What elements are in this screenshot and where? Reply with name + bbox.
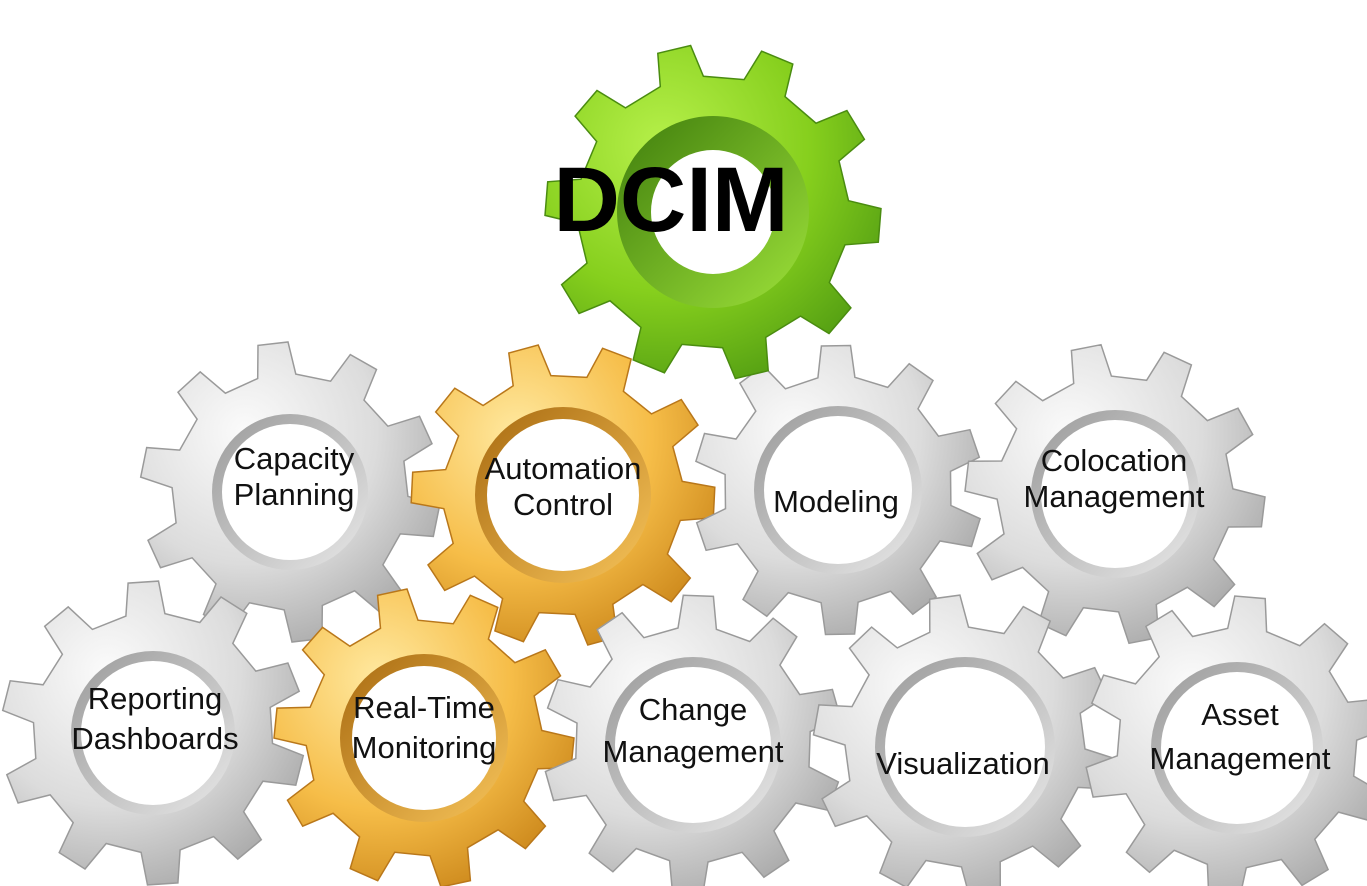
reporting-dashboards-label-line: Dashboards bbox=[71, 721, 238, 756]
diagram-title: DCIM bbox=[553, 149, 788, 251]
visualization-gear-hole bbox=[885, 667, 1045, 827]
change-management-gear-hole bbox=[615, 667, 771, 823]
real-time-monitoring-label-line: Monitoring bbox=[352, 730, 497, 765]
modeling-label-line: Modeling bbox=[773, 484, 899, 519]
colocation-management-gear-hole bbox=[1041, 420, 1189, 568]
dcim-gear-shape-hole bbox=[651, 150, 775, 274]
capacity-planning-gear bbox=[139, 341, 441, 643]
asset-management-label-line: Asset bbox=[1201, 697, 1279, 732]
capacity-planning-gear-hole bbox=[222, 424, 358, 560]
real-time-monitoring-gear-hole bbox=[352, 666, 496, 810]
modeling-gear bbox=[694, 344, 982, 636]
capacity-planning-label-line: Planning bbox=[234, 477, 355, 512]
change-management-gear bbox=[544, 594, 842, 886]
visualization-label-line: Visualization bbox=[876, 746, 1049, 781]
change-management-label-line: Change bbox=[639, 692, 748, 727]
automation-control-gear bbox=[410, 344, 716, 646]
colocation-management-gear bbox=[964, 343, 1266, 645]
colocation-management-label-line: Management bbox=[1024, 479, 1205, 514]
visualization-gear bbox=[812, 594, 1118, 886]
modeling-gear-hole bbox=[764, 416, 912, 564]
automation-control-gear-hole bbox=[487, 419, 639, 571]
capacity-planning-label-line: Capacity bbox=[234, 441, 355, 476]
change-management-label-line: Management bbox=[603, 734, 784, 769]
asset-management-gear-hole bbox=[1161, 672, 1313, 824]
reporting-dashboards-label-line: Reporting bbox=[88, 681, 222, 716]
reporting-dashboards-gear bbox=[1, 580, 305, 886]
automation-control-label-line: Automation bbox=[485, 451, 642, 486]
dcim-gear bbox=[544, 44, 882, 380]
real-time-monitoring-label-line: Real-Time bbox=[353, 690, 495, 725]
real-time-monitoring-gear bbox=[273, 588, 575, 886]
asset-management-gear bbox=[1085, 595, 1367, 886]
automation-control-label-line: Control bbox=[513, 487, 613, 522]
colocation-management-label-line: Colocation bbox=[1041, 443, 1187, 478]
asset-management-label-line: Management bbox=[1150, 741, 1331, 776]
dcim-gear-shape bbox=[544, 44, 882, 380]
reporting-dashboards-gear-hole bbox=[81, 661, 225, 805]
